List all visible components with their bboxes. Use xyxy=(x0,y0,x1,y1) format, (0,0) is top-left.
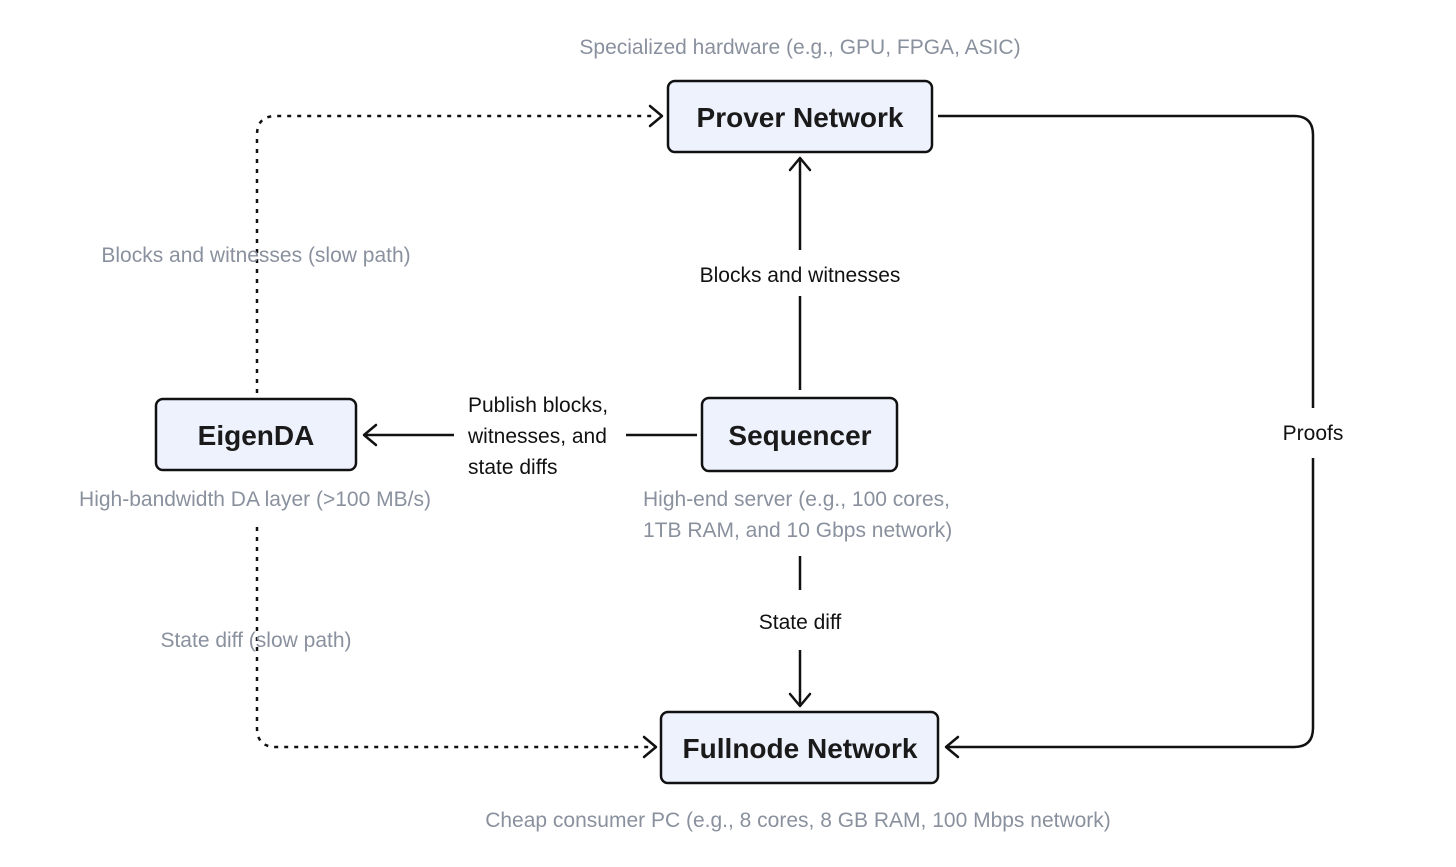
node-label: EigenDA xyxy=(198,420,315,451)
arrowhead-left-icon xyxy=(362,423,378,447)
node-label: Prover Network xyxy=(697,102,904,133)
note-eigenda-bandwidth: High-bandwidth DA layer (>100 MB/s) xyxy=(79,488,431,511)
node-prover-network: Prover Network xyxy=(666,79,934,154)
arrowhead-up-icon xyxy=(788,156,812,172)
node-label: Sequencer xyxy=(728,420,871,451)
edge-label-blocks-and-witnesses: Blocks and witnesses xyxy=(700,264,901,287)
arrowhead-right-icon xyxy=(642,735,658,759)
node-sequencer: Sequencer xyxy=(700,396,899,473)
note-sequencer-server: High-end server (e.g., 100 cores, 1TB RA… xyxy=(643,488,956,542)
arrowhead-down-icon xyxy=(788,692,812,708)
note-fullnode-pc: Cheap consumer PC (e.g., 8 cores, 8 GB R… xyxy=(485,809,1111,832)
edge-sequencer-to-eigenda xyxy=(362,423,697,447)
edge-label-proofs: Proofs xyxy=(1283,422,1344,445)
note-prover-hardware: Specialized hardware (e.g., GPU, FPGA, A… xyxy=(579,36,1020,59)
node-eigenda: EigenDA xyxy=(154,397,358,472)
node-label: Fullnode Network xyxy=(683,733,918,764)
arrowhead-right-icon xyxy=(648,104,664,128)
arrowhead-left-icon xyxy=(944,735,960,759)
edge-sequencer-to-prover xyxy=(788,156,812,390)
node-fullnode-network: Fullnode Network xyxy=(659,710,940,785)
edge-prover-to-fullnode xyxy=(938,114,1315,759)
edge-label-blocks-slow-path: Blocks and witnesses (slow path) xyxy=(101,244,410,267)
edge-sequencer-to-fullnode xyxy=(788,556,812,708)
edge-eigenda-to-prover xyxy=(255,104,664,393)
edge-label-state-diff: State diff xyxy=(759,611,842,634)
edge-label-publish: Publish blocks, witnesses, and state dif… xyxy=(467,394,614,479)
edge-label-state-diff-slow-path: State diff (slow path) xyxy=(160,629,351,652)
edge-eigenda-to-fullnode xyxy=(255,527,658,759)
